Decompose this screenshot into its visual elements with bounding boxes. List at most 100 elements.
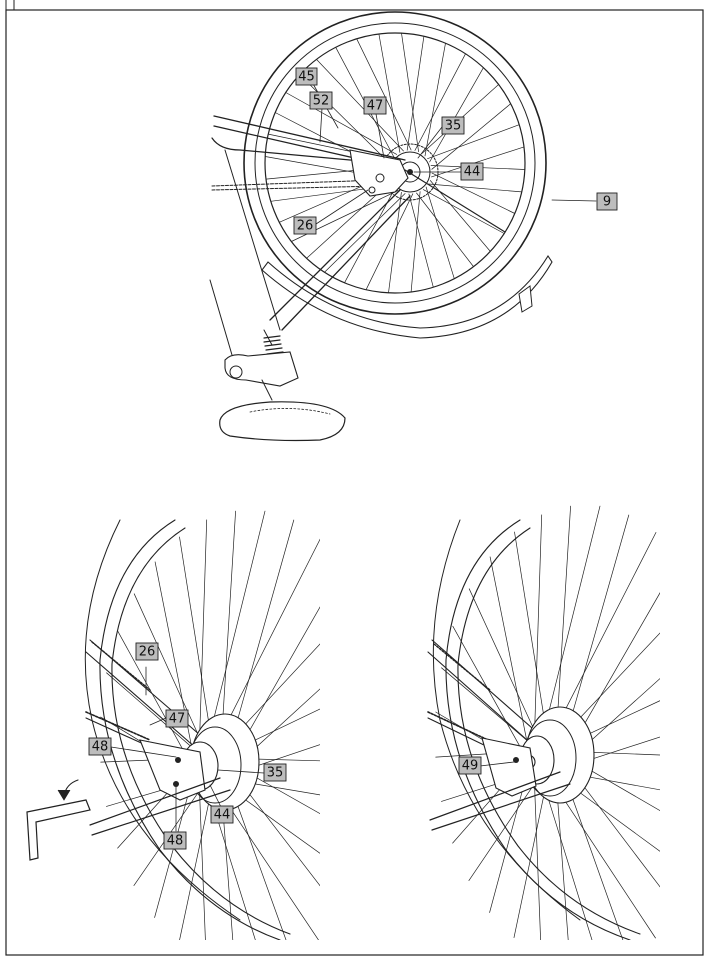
spoke xyxy=(221,510,236,741)
spoke xyxy=(427,124,520,160)
svg-text:45: 45 xyxy=(298,70,315,85)
spoke xyxy=(117,630,190,762)
label-48: 48 xyxy=(163,831,187,850)
rotation-arrow-icon xyxy=(57,779,79,801)
label-47: 47 xyxy=(363,96,387,115)
spoke xyxy=(365,193,414,291)
spoke xyxy=(324,193,406,273)
svg-text:48: 48 xyxy=(92,740,109,755)
spoke xyxy=(565,778,624,940)
spoke xyxy=(489,556,528,746)
spoke xyxy=(237,777,320,887)
spoke xyxy=(416,192,474,267)
spoke xyxy=(572,770,660,888)
spoke xyxy=(441,667,530,743)
spoke xyxy=(562,632,660,736)
spoke xyxy=(570,700,660,743)
spoke xyxy=(239,758,320,762)
label-35: 35 xyxy=(263,763,287,782)
svg-text:9: 9 xyxy=(603,195,611,210)
spoke xyxy=(239,744,320,772)
spoke xyxy=(468,780,538,881)
spoke xyxy=(431,172,516,214)
spoke xyxy=(299,74,391,164)
spoke xyxy=(316,59,404,152)
svg-text:44: 44 xyxy=(464,165,481,180)
top-leader-lines xyxy=(311,81,597,225)
spoke xyxy=(230,519,295,745)
spoke xyxy=(575,678,660,755)
spoke xyxy=(543,505,601,734)
svg-text:35: 35 xyxy=(445,119,462,134)
spoke xyxy=(553,532,657,733)
spoke xyxy=(429,67,484,163)
spoke xyxy=(235,708,320,750)
spoke xyxy=(237,606,320,753)
spoke xyxy=(227,643,320,743)
spoke xyxy=(218,538,320,740)
label-9: 9 xyxy=(596,192,618,211)
label-47: 47 xyxy=(165,709,189,728)
spoke xyxy=(408,193,434,288)
bottom-right-hub-detail xyxy=(427,505,660,940)
spoke xyxy=(513,783,547,938)
spoke xyxy=(401,32,419,153)
spoke xyxy=(179,790,212,940)
spoke xyxy=(533,778,541,940)
spoke xyxy=(240,688,320,762)
svg-text:47: 47 xyxy=(169,712,186,727)
spoke xyxy=(235,780,320,796)
spoke xyxy=(514,531,547,733)
top-rear-wheel-illustration xyxy=(209,11,553,442)
spoke xyxy=(574,751,660,756)
bottom-left-hub-detail xyxy=(84,510,320,940)
spoke xyxy=(556,782,569,940)
spoke xyxy=(406,35,425,151)
spoke xyxy=(422,189,505,234)
spoke xyxy=(208,510,266,741)
svg-text:26: 26 xyxy=(297,219,314,234)
spoke xyxy=(378,33,401,153)
spoke xyxy=(489,770,528,913)
spoke xyxy=(388,191,402,294)
spoke xyxy=(414,53,466,151)
spoke xyxy=(356,38,412,151)
label-26: 26 xyxy=(135,642,159,661)
label-49: 49 xyxy=(458,756,482,775)
label-45: 45 xyxy=(295,67,318,86)
svg-text:44: 44 xyxy=(214,808,231,823)
spoke xyxy=(285,92,398,155)
allen-key-icon xyxy=(26,799,91,861)
spoke xyxy=(553,783,656,939)
bottom-left-leader-lines xyxy=(110,666,265,832)
spoke xyxy=(179,536,212,740)
spoke xyxy=(425,186,455,280)
spoke xyxy=(431,103,512,170)
spoke xyxy=(534,514,543,738)
spoke xyxy=(556,505,571,734)
spoke xyxy=(133,593,203,743)
svg-text:35: 35 xyxy=(267,766,284,781)
label-44: 44 xyxy=(460,162,484,181)
spoke xyxy=(572,592,660,746)
spoke xyxy=(230,785,287,940)
spoke xyxy=(199,519,208,745)
spoke xyxy=(227,787,320,854)
spoke xyxy=(424,42,446,157)
svg-text:26: 26 xyxy=(139,645,156,660)
spoke xyxy=(198,785,206,940)
spoke xyxy=(218,790,319,940)
svg-text:47: 47 xyxy=(367,99,384,114)
spoke xyxy=(468,588,538,736)
spoke xyxy=(428,183,523,193)
spoke xyxy=(240,768,320,814)
spoke xyxy=(543,782,593,940)
label-26: 26 xyxy=(293,216,317,235)
bottom-right-leader-lines xyxy=(479,761,515,767)
label-52: 52 xyxy=(309,91,333,110)
svg-text:49: 49 xyxy=(462,759,479,774)
svg-text:48: 48 xyxy=(167,834,184,849)
spoke xyxy=(562,780,660,852)
